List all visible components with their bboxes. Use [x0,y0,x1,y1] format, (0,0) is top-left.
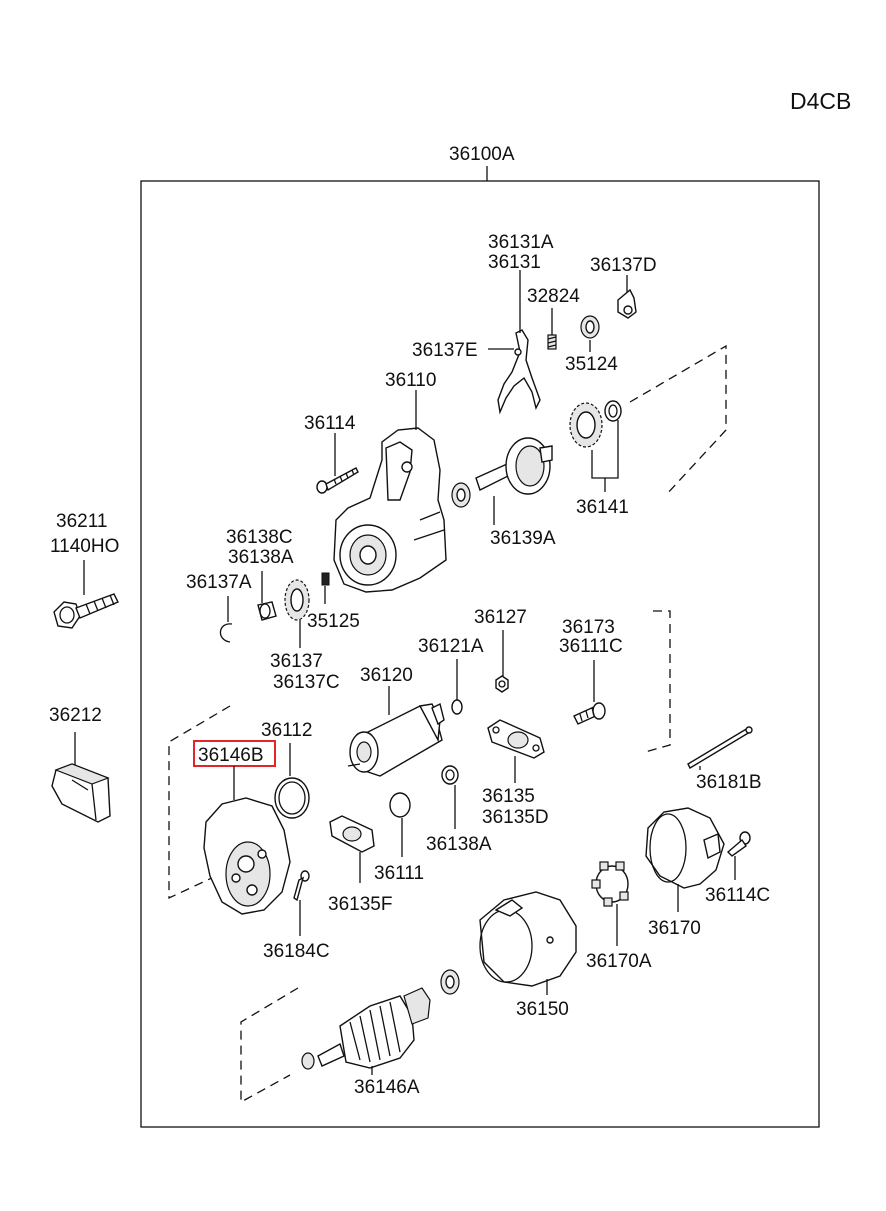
part-label-35124[interactable]: 35124 [565,354,618,375]
part-label-36127[interactable]: 36127 [474,607,527,628]
o-ring-36111[interactable] [389,792,411,818]
part-label-36141[interactable]: 36141 [576,497,629,518]
connector-36212[interactable] [51,763,111,823]
bolt-36114[interactable] [316,467,359,494]
group-bracket-solenoid [644,610,671,753]
part-label-36184C[interactable]: 36184C [263,941,330,962]
spring-32824[interactable] [547,334,557,350]
part-label-36114C[interactable]: 36114C [705,885,770,906]
part-label-36120[interactable]: 36120 [360,665,413,686]
brush-holder-36170A[interactable] [591,861,629,907]
assembly-frame [140,180,820,1128]
part-label-36111[interactable]: 36111 [374,863,424,884]
yoke-36170[interactable] [645,807,725,889]
solenoid-36120[interactable] [347,702,445,777]
seal-ring-36112[interactable] [274,777,310,819]
part-label-36173[interactable]: 36173 [562,617,615,638]
part-label-36137E[interactable]: 36137E [412,340,478,361]
gasket-36135[interactable] [487,719,545,759]
part-label-36146A[interactable]: 36146A [354,1077,420,1098]
part-label-36135[interactable]: 36135 [482,786,535,807]
part-label-36137C[interactable]: 36137C [273,672,340,693]
flange-bolt-36211[interactable] [53,593,119,629]
part-label-36137D[interactable]: 36137D [590,255,657,276]
part-label-36138C[interactable]: 36138C [226,527,293,548]
group-bracket-armature [240,987,299,1104]
washer-36121A[interactable] [451,699,463,715]
part-label-36170A[interactable]: 36170A [586,951,652,972]
drive-clutch-36139A[interactable] [451,437,553,508]
part-label-36100A[interactable]: 36100A [449,144,515,165]
screw-36184C[interactable] [293,870,310,902]
part-label-1140HO[interactable]: 1140HO [50,536,119,557]
part-label-36170[interactable]: 36170 [648,918,701,939]
part-label-35125[interactable]: 35125 [307,611,360,632]
bearing-36150[interactable] [440,969,460,995]
part-label-36212[interactable]: 36212 [49,705,102,726]
clip-36137D[interactable] [617,288,637,319]
front-housing-36110[interactable] [333,427,447,593]
part-label-36211[interactable]: 36211 [56,511,107,532]
part-label-36146B[interactable]: 36146B [198,745,264,766]
through-bolt-36181B[interactable] [687,726,753,769]
part-label-36138A-top[interactable]: 36138A [228,547,294,568]
part-label-36135F[interactable]: 36135F [328,894,392,915]
spring-35125[interactable] [321,572,330,586]
part-label-32824[interactable]: 32824 [527,286,580,307]
part-label-36131A[interactable]: 36131A [488,232,554,253]
shift-lever-36131[interactable] [497,329,541,415]
screw-36173[interactable] [573,702,606,725]
part-label-36138A-mid[interactable]: 36138A [426,834,492,855]
snap-ring-36137A[interactable] [219,623,233,643]
part-label-36112[interactable]: 36112 [261,720,312,741]
washer-36138A[interactable] [441,765,459,785]
part-label-36121A[interactable]: 36121A [418,636,484,657]
part-label-36135D[interactable]: 36135D [482,807,549,828]
part-label-36137A[interactable]: 36137A [186,572,252,593]
field-housing-36150[interactable] [479,891,577,987]
bushing-36138C[interactable] [257,601,277,621]
screw-36114C[interactable] [726,831,751,857]
gasket-36135F[interactable] [329,815,375,853]
group-bracket-rear [168,705,231,900]
part-label-36139A[interactable]: 36139A [490,528,556,549]
spring-35124[interactable] [580,315,600,339]
pinion-gear-36141[interactable] [569,400,622,448]
gear-36137[interactable] [284,579,310,621]
part-label-36181B[interactable]: 36181B [696,772,762,793]
part-label-36137[interactable]: 36137 [270,651,323,672]
part-label-36131[interactable]: 36131 [488,252,541,273]
armature-36146A[interactable] [301,987,431,1070]
group-bracket-drive [629,344,727,496]
part-label-36150[interactable]: 36150 [516,999,569,1020]
rear-bracket-36146B[interactable] [203,797,291,915]
nut-36127[interactable] [495,675,509,693]
engine-code-label: D4CB [790,88,851,114]
part-label-36114[interactable]: 36114 [304,413,356,434]
part-label-36111C[interactable]: 36111C [559,636,623,657]
part-label-36110[interactable]: 36110 [385,370,436,391]
